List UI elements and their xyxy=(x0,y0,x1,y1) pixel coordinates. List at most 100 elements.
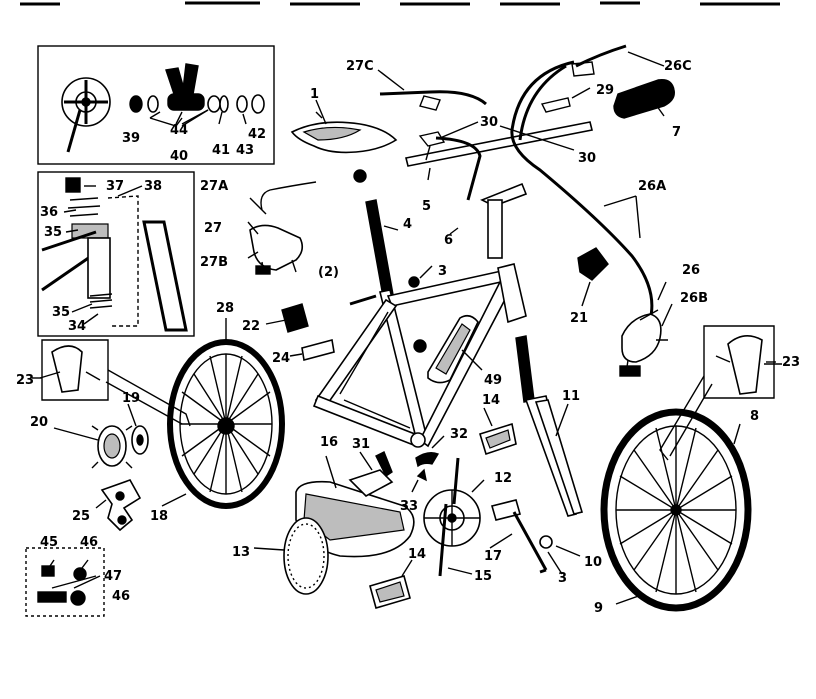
front-brake-caliper xyxy=(619,309,668,377)
chainring-inset xyxy=(61,77,111,153)
part-number-labels: 1 3 3 4 5 6 7 8 9 10 11 12 13 14 14 15 1… xyxy=(16,59,800,616)
part-label-9: 9 xyxy=(594,601,603,616)
front-derailleur xyxy=(348,451,394,497)
part-label-33: 33 xyxy=(400,499,418,514)
part-label-20: 20 xyxy=(30,415,48,430)
part-label-3-upper: 3 xyxy=(438,264,447,279)
chain-wheel-cover xyxy=(283,517,329,595)
nut-3-upper xyxy=(408,276,420,288)
part-label-5: 5 xyxy=(422,199,431,214)
headset-locknut-37 xyxy=(65,177,81,193)
part-label-39: 39 xyxy=(122,131,140,146)
part-label-26: 26 xyxy=(682,263,700,278)
front-reflector xyxy=(577,247,609,281)
locknut-39 xyxy=(129,95,143,113)
part-label-16: 16 xyxy=(320,435,338,450)
crank-cover-32 xyxy=(415,451,440,468)
seat-clamp-nut xyxy=(353,169,367,183)
front-fork xyxy=(515,335,584,517)
part-label-3-lower: 3 xyxy=(558,571,567,586)
leader-lines xyxy=(32,51,776,605)
rear-brake-caliper xyxy=(249,181,317,275)
part-label-6: 6 xyxy=(444,233,453,248)
part-label-27A: 27A xyxy=(200,179,228,194)
part-label-11: 11 xyxy=(562,389,580,404)
part-label-7: 7 xyxy=(672,125,681,140)
stem xyxy=(480,182,528,259)
group-bracket-40 xyxy=(149,109,209,127)
part-label-8: 8 xyxy=(750,409,759,424)
part-label-28: 28 xyxy=(216,301,234,316)
part-label-46-upper: 46 xyxy=(80,535,98,550)
part-label-22: 22 xyxy=(242,319,260,334)
part-label-30-lower: 30 xyxy=(578,151,596,166)
reflector-bracket-24 xyxy=(301,339,335,361)
handlebar-grip xyxy=(613,79,675,119)
part-label-14-lower: 14 xyxy=(408,547,426,562)
head-tube xyxy=(87,237,111,299)
bottom-bracket-cups xyxy=(165,63,205,111)
part-label-15: 15 xyxy=(474,569,492,584)
part-label-4: 4 xyxy=(403,217,412,232)
part-label-40: 40 xyxy=(170,149,188,164)
kickstand xyxy=(491,499,548,574)
handlebar-assembly xyxy=(379,44,654,321)
part-label-44: 44 xyxy=(170,123,188,138)
part-label-1: 1 xyxy=(310,87,319,102)
part-label-27B: 27B xyxy=(200,255,228,270)
washer-43 xyxy=(236,95,248,113)
part-label-26C: 26C xyxy=(664,59,692,74)
water-bottle xyxy=(413,314,479,384)
part-label-27C: 27C xyxy=(346,59,374,74)
frame xyxy=(312,263,527,448)
part-label-10: 10 xyxy=(584,555,602,570)
part-label-47: 47 xyxy=(104,569,122,584)
part-label-38: 38 xyxy=(144,179,162,194)
front-dropout-inset xyxy=(659,325,782,461)
part-label-46-lower: 46 xyxy=(112,589,130,604)
crankset-inset xyxy=(37,45,275,165)
top-edge-fragments xyxy=(20,1,780,6)
rear-dropout-inset xyxy=(39,339,191,427)
part-label-27: 27 xyxy=(204,221,222,236)
saddle xyxy=(290,111,398,154)
rear-reflector xyxy=(281,303,309,333)
part-label-30-upper: 30 xyxy=(480,115,498,130)
part-label-23-left: 23 xyxy=(16,373,34,388)
part-label-12: 12 xyxy=(494,471,512,486)
part-label-31: 31 xyxy=(352,437,370,452)
part-label-14-upper: 14 xyxy=(482,393,500,408)
bolt-2 xyxy=(349,294,377,306)
axle-hardware-box xyxy=(25,547,105,617)
part-label-13: 13 xyxy=(232,545,250,560)
part-label-17: 17 xyxy=(484,549,502,564)
headset-inset xyxy=(37,171,195,337)
part-label-29: 29 xyxy=(596,83,614,98)
rear-derailleur xyxy=(100,479,142,532)
pedal-upper xyxy=(479,422,517,456)
part-label-37: 37 xyxy=(106,179,124,194)
part-label-41: 41 xyxy=(212,143,230,158)
washer-inset xyxy=(147,95,159,113)
part-label-36: 36 xyxy=(40,205,58,220)
part-label-32: 32 xyxy=(450,427,468,442)
front-chainring xyxy=(423,457,481,577)
part-label-42: 42 xyxy=(248,127,266,142)
bolt-33 xyxy=(416,468,427,482)
part-label-49: 49 xyxy=(484,373,502,388)
locknut-42 xyxy=(251,94,265,114)
part-label-2: (2) xyxy=(318,265,339,280)
part-label-35-lower: 35 xyxy=(52,305,70,320)
part-label-18: 18 xyxy=(150,509,168,524)
rear-wheel xyxy=(167,339,285,509)
part-label-26A: 26A xyxy=(638,179,666,194)
part-label-34: 34 xyxy=(68,319,86,334)
part-label-43: 43 xyxy=(236,143,254,158)
axle-nut-10 xyxy=(539,535,553,549)
part-label-24: 24 xyxy=(272,351,290,366)
headset-cup xyxy=(71,223,109,239)
part-label-25: 25 xyxy=(72,509,90,524)
part-label-26B: 26B xyxy=(680,291,708,306)
rear-cassette xyxy=(91,425,133,469)
